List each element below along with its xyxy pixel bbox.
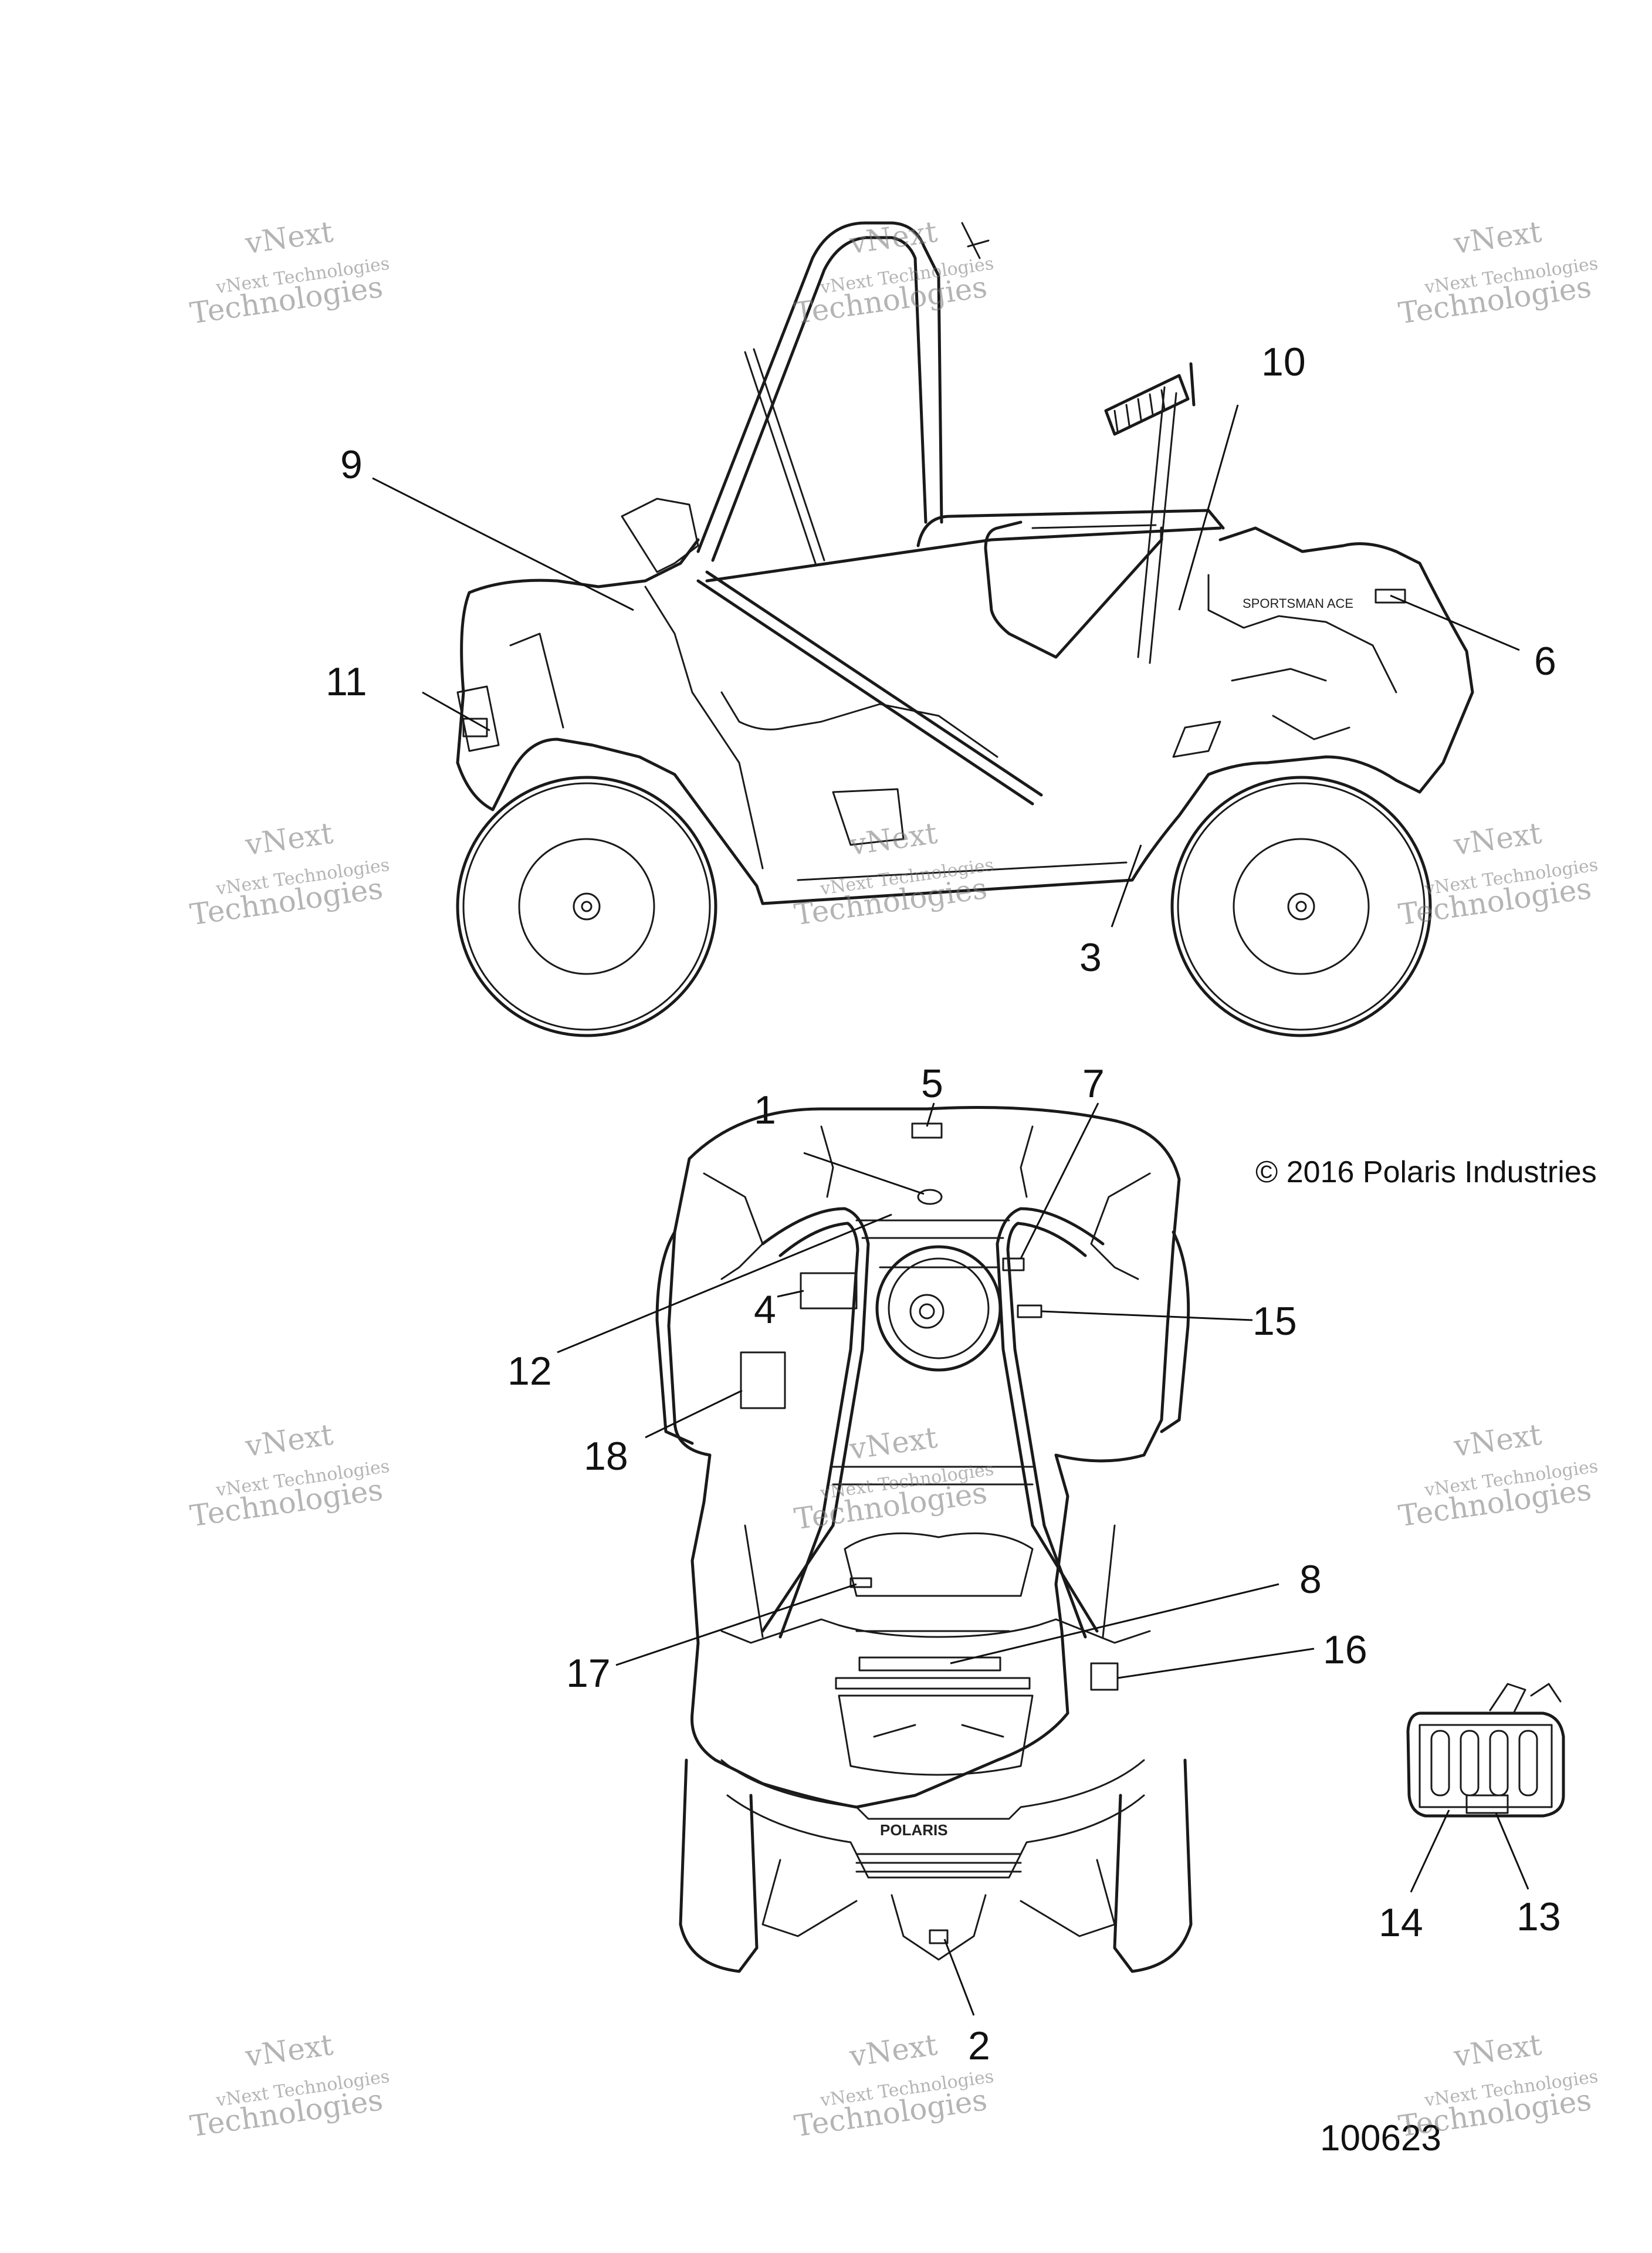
callout-15: 15 (1252, 1299, 1297, 1344)
watermark-8: vNext vNext Technologies Technologies (792, 1420, 995, 1537)
watermark-word: vNext (243, 816, 335, 862)
watermark-word: vNext (847, 1420, 939, 1466)
callout-8: 8 (1299, 1557, 1322, 1602)
callout-18: 18 (584, 1434, 628, 1479)
watermark-word: vNext (847, 2028, 939, 2073)
watermark-6: vNext vNext Technologies Technologies (1396, 816, 1599, 932)
callout-14: 14 (1379, 1900, 1423, 1945)
figure-number: 100623 (1320, 2118, 1441, 2159)
copyright-text: © 2016 Polaris Industries (1255, 1155, 1597, 1189)
leader-lines (372, 404, 1529, 2016)
callout-16: 16 (1323, 1628, 1367, 1672)
callout-11: 11 (326, 659, 367, 704)
callout-17: 17 (566, 1651, 611, 1696)
watermark-word: vNext (243, 1418, 335, 1463)
callout-9: 9 (340, 442, 363, 487)
watermark-5: vNext vNext Technologies Technologies (792, 816, 995, 932)
watermark-1: vNext vNext Technologies Technologies (188, 215, 391, 331)
watermark-7: vNext vNext Technologies Technologies (188, 1418, 391, 1534)
watermark-word: vNext (847, 816, 939, 862)
watermark-word: vNext (1451, 2028, 1543, 2073)
callout-2: 2 (968, 2024, 990, 2068)
front-decal-text: POLARIS (880, 1821, 948, 1839)
callout-10: 10 (1261, 340, 1306, 384)
watermark-2: vNext vNext Technologies Technologies (792, 215, 995, 331)
callout-3: 3 (1079, 935, 1102, 980)
callout-4: 4 (754, 1287, 776, 1332)
callout-12: 12 (507, 1349, 552, 1393)
watermark-word: vNext (847, 215, 939, 261)
watermark-10: vNext vNext Technologies Technologies (188, 2028, 391, 2144)
watermark-word: vNext (1451, 1418, 1543, 1463)
rear-wheel (1170, 776, 1432, 1037)
watermark-word: vNext (243, 215, 335, 261)
front-wheel (456, 776, 717, 1037)
callout-7: 7 (1082, 1061, 1105, 1106)
side-decal-text: SPORTSMAN ACE (1243, 596, 1353, 611)
watermark-9: vNext vNext Technologies Technologies (1396, 1418, 1599, 1534)
watermark-11: vNext vNext Technologies Technologies (792, 2028, 995, 2144)
callout-1: 1 (754, 1088, 776, 1132)
watermark-4: vNext vNext Technologies Technologies (188, 816, 391, 932)
callout-labels: 9 10 11 3 6 1 5 7 4 12 15 18 8 16 17 2 1… (326, 340, 1561, 2068)
watermark-12: vNext vNext Technologies Technologies (1396, 2028, 1599, 2144)
side-view-vehicle: SPORTSMAN ACE (456, 221, 1474, 1037)
watermark-word: vNext (1451, 215, 1543, 261)
callout-5: 5 (921, 1061, 943, 1106)
callout-13: 13 (1516, 1895, 1561, 1939)
callout-6: 6 (1534, 639, 1556, 684)
watermark-3: vNext vNext Technologies Technologies (1396, 215, 1599, 331)
tank-detail (1406, 1683, 1565, 1818)
watermark-word: vNext (1451, 816, 1543, 862)
watermark-word: vNext (243, 2028, 335, 2073)
top-view-vehicle: POLARIS (655, 1106, 1193, 1973)
